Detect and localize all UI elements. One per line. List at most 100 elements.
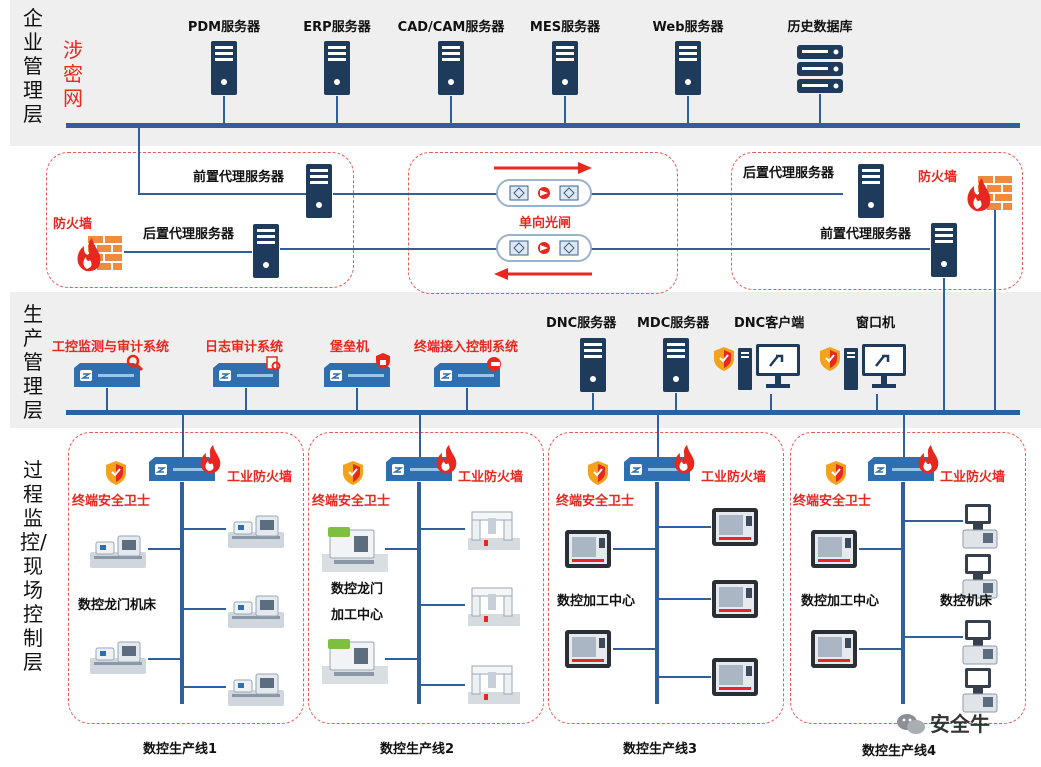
front-proxy-left-label: 前置代理服务器 [193,170,285,185]
line4-branch-3 [859,648,903,650]
line3-machine-2-icon [710,504,760,548]
line3-shield-icon [586,460,610,486]
line3-uplink [657,415,659,457]
right-proxy-zone [731,152,1023,290]
database-rack-icon [796,44,844,94]
firewall-left-label: 防火墙 [53,217,93,232]
gatekeeper-zone [408,152,678,294]
line4-equipment-label-2: 数控机床 [940,594,993,609]
rear-proxy-left-label: 后置代理服务器 [143,227,235,242]
line1-branch-4 [148,658,182,660]
line1-uplink [182,415,184,457]
link-web [687,96,689,124]
line2-equipment-label-2: 加工中心 [331,608,384,623]
front-proxy-left-icon [305,163,333,219]
log-search-icon [266,356,281,371]
server-label-pdm: PDM服务器 [187,20,261,35]
dnc-server-label: DNC服务器 [546,316,617,331]
magnifier-icon [126,354,144,372]
line4-machine-1-icon [809,526,859,570]
cell-line-2 [308,432,544,724]
line3-name: 数控生产线3 [623,742,698,757]
gatekeeper-label: 单向光闸 [518,216,572,231]
line2-machine-2-icon [464,508,524,552]
rear-proxy-right-label: 后置代理服务器 [743,166,835,181]
mes-server-icon [551,40,579,96]
line4-branch-1 [859,548,903,550]
line2-trunk [417,482,421,704]
system-label-bastion: 堡垒机 [330,340,370,355]
line4-branch-2 [903,520,963,522]
line1-flame-icon [198,444,222,474]
dnc-client-pc-icon [732,342,802,394]
line2-industrial-firewall-label: 工业防火墙 [458,470,524,485]
line4-uplink [903,415,905,457]
line3-branch-3 [657,598,711,600]
link-firewall-right-down [994,210,996,412]
server-label-history-db: 历史数据库 [787,20,853,35]
classified-network-label: 涉密网 [63,38,83,110]
line4-shield-icon [824,460,848,486]
line3-branch-1 [613,548,657,550]
line1-name: 数控生产线1 [143,742,218,757]
line3-branch-2 [657,526,711,528]
line3-machine-1-icon [563,526,613,570]
server-label-cadcam: CAD/CAM服务器 [397,20,505,35]
line3-machine-4-icon [563,626,613,670]
link-cadcam [450,96,452,124]
link-window-machine [876,394,878,411]
line2-branch-5 [419,684,465,686]
line1-machine-5-icon [226,668,286,708]
dnc-server-icon [579,337,607,393]
line3-equipment-label: 数控加工中心 [557,594,636,609]
line1-branch-3 [182,608,226,610]
dnc-client-label: DNC客户端 [734,316,805,331]
line2-endpoint-guard-label: 终端安全卫士 [312,494,391,509]
front-proxy-right-icon [930,222,958,278]
line2-machine-4-icon [320,636,390,686]
layer-label-production: 生产管理层 [23,302,43,422]
window-machine-label: 窗口机 [856,316,896,331]
link-nac [466,388,468,411]
link-history-db [819,94,821,124]
line1-trunk [180,482,184,704]
line2-branch-2 [419,528,465,530]
server-label-erp: ERP服务器 [303,20,371,35]
link-front-proxy-h [138,193,308,195]
line2-machine-3-icon [464,584,524,628]
line2-flame-icon [434,444,458,474]
line1-machine-4-icon [88,636,148,676]
line4-cnc-3-icon [955,616,1005,666]
left-proxy-zone [46,152,354,288]
link-log-audit [245,388,247,411]
firewall-left-icon [74,232,124,272]
erp-server-icon [323,40,351,96]
enterprise-band [10,0,1041,146]
wechat-logo-icon [897,714,925,734]
line4-flame-icon [916,444,940,474]
cell-line-3 [548,432,784,724]
link-pdm [223,96,225,124]
line2-branch-1 [385,548,419,550]
line1-equipment-label: 数控龙门机床 [78,598,157,613]
link-dnc-server [592,393,594,411]
line4-name: 数控生产线4 [862,744,937,759]
access-control-icon [487,357,501,371]
line2-branch-3 [419,604,465,606]
line4-equipment-label-1: 数控加工中心 [801,594,880,609]
system-label-nac: 终端接入控制系统 [414,340,519,355]
watermark-text: 安全牛 [930,712,990,736]
gatekeeper-bottom-icon [496,234,592,262]
line3-branch-4 [613,648,657,650]
line1-machine-2-icon [226,510,286,550]
link-dnc-client [770,394,772,411]
gatekeeper-top-icon [496,179,592,207]
line2-branch-4 [385,658,419,660]
link-bastion [356,388,358,411]
rear-proxy-left-icon [252,223,280,279]
line4-endpoint-guard-label: 终端安全卫士 [793,494,872,509]
link-mdc-server [675,393,677,411]
line4-trunk [901,482,905,704]
line4-cnc-4-icon [955,664,1005,714]
layer-label-process: 过程监控/现场控制层 [20,458,47,674]
